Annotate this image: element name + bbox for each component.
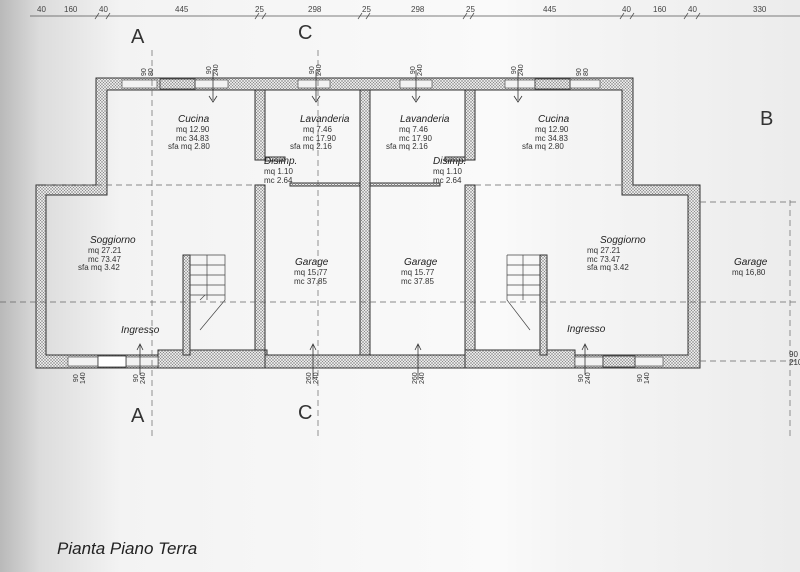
room-name: Soggiorno — [600, 235, 646, 246]
dimension-label: 25 — [466, 5, 475, 14]
room-cucina-right: Cucina mq 12.90 mc 34.83 sfa mq 2.80 — [522, 114, 569, 152]
room-garage-external: Garage mq 16,80 — [732, 257, 767, 278]
room-volume: mc 2.64 — [433, 175, 462, 185]
room-name: Garage — [295, 257, 329, 268]
room-volume: mc 73.47 — [88, 254, 121, 264]
room-name: Lavanderia — [300, 114, 350, 125]
dimension-label: 445 — [175, 5, 189, 14]
dimension-label: 40 — [622, 5, 631, 14]
dimension-label: 298 — [411, 5, 425, 14]
room-ingresso-right: Ingresso — [567, 324, 605, 336]
room-window-area: sfa mq 3.42 — [78, 263, 120, 272]
room-volume: mc 17.90 — [399, 133, 432, 143]
room-window-area: sfa mq 2.16 — [290, 142, 332, 151]
room-ingresso-left: Ingresso — [121, 325, 159, 337]
room-volume: mc 73.47 — [587, 254, 620, 264]
room-area: mq 1.10 — [433, 167, 462, 176]
room-name: Lavanderia — [400, 114, 450, 125]
opening-label-right: 90210 — [789, 350, 800, 367]
room-volume: mc 34.83 — [535, 133, 568, 143]
dimension-label: 25 — [362, 5, 371, 14]
room-area: mq 15.77 — [294, 268, 328, 277]
dimension-label: 40 — [99, 5, 108, 14]
room-area: mq 15.77 — [401, 268, 435, 277]
room-name: Soggiorno — [90, 235, 136, 246]
section-marker-c: C — [298, 22, 313, 44]
room-lavanderia-right: Lavanderia mq 7.46 mc 17.90 sfa mq 2.16 — [386, 114, 449, 152]
dimension-label: 298 — [308, 5, 322, 14]
room-cucina-left: Cucina mq 12.90 mc 34.83 sfa mq 2.80 — [168, 114, 210, 152]
section-marker-b: B — [760, 108, 774, 130]
room-area: mq 7.46 — [399, 125, 428, 134]
room-area: mq 12.90 — [535, 125, 569, 134]
room-garage-right: Garage mq 15.77 mc 37.85 — [401, 257, 437, 286]
room-name: Cucina — [538, 114, 570, 125]
room-soggiorno-left: Soggiorno mq 27.21 mc 73.47 sfa mq 3.42 — [78, 235, 136, 273]
room-area: mq 27.21 — [587, 246, 621, 255]
room-garage-left: Garage mq 15.77 mc 37.85 — [292, 257, 328, 286]
room-area: mq 27.21 — [88, 246, 122, 255]
room-disimp-left: Disimp. mq 1.10 mc 2.64 — [264, 156, 297, 185]
room-name: Ingresso — [121, 325, 160, 336]
room-name: Garage — [404, 257, 438, 268]
room-area: mq 1.10 — [264, 167, 293, 176]
room-area: mq 12.90 — [176, 125, 210, 134]
room-name: Ingresso — [567, 324, 606, 335]
section-marker-c: C — [298, 402, 313, 424]
room-window-area: sfa mq 2.80 — [168, 142, 210, 151]
room-window-area: sfa mq 3.42 — [587, 263, 629, 272]
dimension-label: 25 — [255, 5, 264, 14]
room-window-area: sfa mq 2.80 — [522, 142, 564, 151]
room-volume: mc 37.85 — [401, 276, 434, 286]
dimension-label: 40 — [37, 5, 46, 14]
dimension-label: 445 — [543, 5, 557, 14]
room-name: Disimp. — [433, 156, 467, 167]
dimension-label: 160 — [64, 5, 78, 14]
dimension-label: 160 — [653, 5, 667, 14]
drawing-title: Pianta Piano Terra — [57, 539, 198, 558]
dimension-label: 40 — [688, 5, 697, 14]
room-volume: mc 17.90 — [303, 133, 336, 143]
room-lavanderia-left: Lavanderia mq 7.46 mc 17.90 sfa mq 2.16 — [290, 114, 349, 152]
section-marker-a: A — [131, 26, 145, 48]
room-area: mq 16,80 — [732, 268, 766, 277]
room-volume: mc 34.83 — [176, 133, 209, 143]
room-soggiorno-right: Soggiorno mq 27.21 mc 73.47 sfa mq 3.42 — [587, 235, 646, 273]
room-volume: mc 37.85 — [294, 276, 327, 286]
room-name: Disimp. — [264, 156, 298, 167]
room-name: Cucina — [178, 114, 210, 125]
walls — [35, 77, 701, 369]
room-disimp-right: Disimp. mq 1.10 mc 2.64 — [433, 156, 466, 185]
room-name: Garage — [734, 257, 768, 268]
room-window-area: sfa mq 2.16 — [386, 142, 428, 151]
dimension-label: 330 — [753, 5, 767, 14]
section-marker-a: A — [131, 405, 145, 427]
room-area: mq 7.46 — [303, 125, 332, 134]
stairs — [190, 254, 540, 331]
room-volume: mc 2.64 — [264, 175, 293, 185]
